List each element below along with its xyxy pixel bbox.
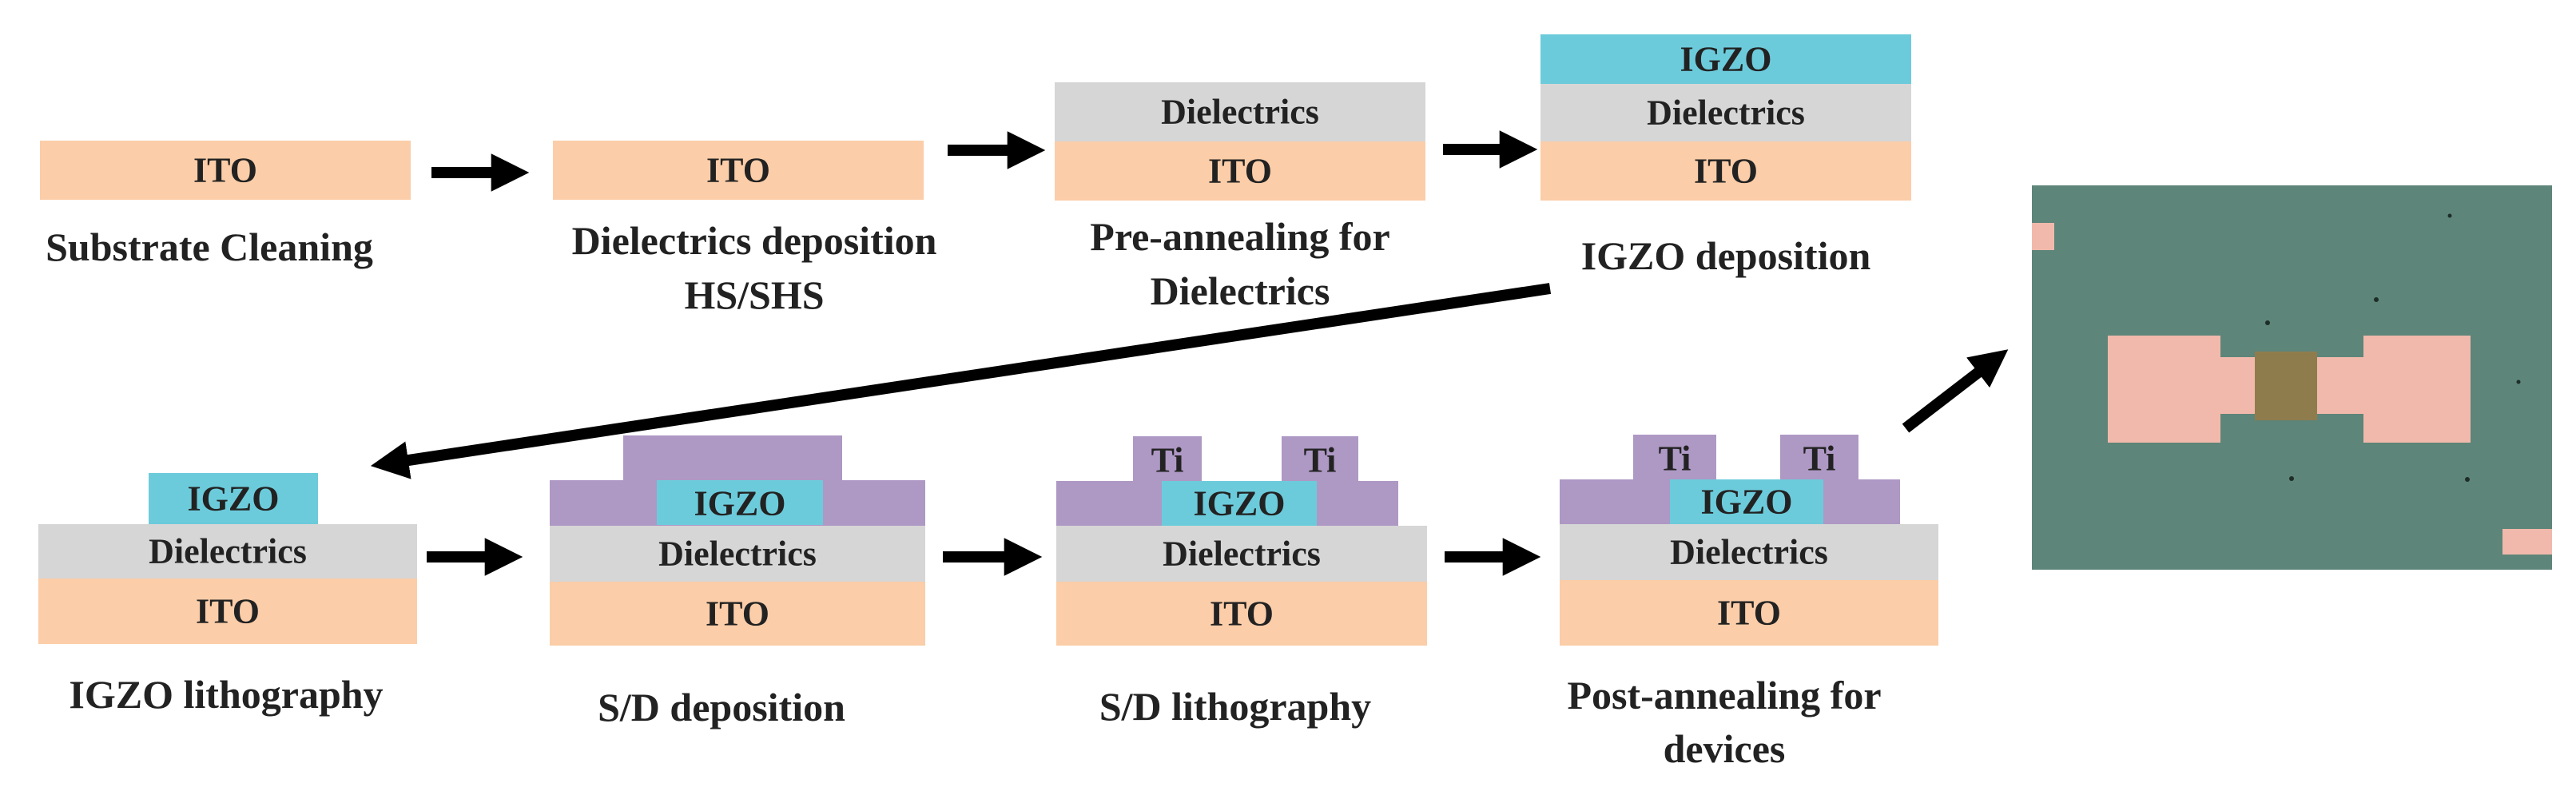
ito-layer bbox=[550, 582, 925, 646]
dielectrics-layer bbox=[1056, 526, 1427, 582]
step-4-caption: IGZO deposition bbox=[1581, 233, 1871, 278]
ito-label: ITO bbox=[1694, 152, 1758, 191]
micrograph-particle bbox=[2289, 476, 2294, 481]
step-7-caption: S/D lithography bbox=[1099, 684, 1371, 729]
igzo-label: IGZO bbox=[694, 484, 786, 523]
ito-layer bbox=[1056, 582, 1427, 646]
ito-label: ITO bbox=[706, 151, 770, 190]
dielectrics-layer bbox=[1540, 84, 1911, 141]
micrograph-drain-pad bbox=[2317, 336, 2471, 443]
ito-layer bbox=[40, 141, 411, 200]
dielectrics-label: Dielectrics bbox=[149, 532, 307, 571]
ito-label: ITO bbox=[1208, 152, 1272, 191]
dielectrics-label: Dielectrics bbox=[658, 535, 817, 574]
ito-label: ITO bbox=[193, 151, 257, 190]
dielectrics-label: Dielectrics bbox=[1163, 535, 1321, 574]
ito-layer bbox=[1560, 580, 1938, 646]
step-4-stack: IGZO Dielectrics ITO bbox=[1540, 34, 1911, 201]
step-8-stack: IGZO Ti Ti Dielectrics ITO bbox=[1560, 435, 1938, 646]
step-3-caption-line-1: Pre-annealing for bbox=[1090, 214, 1389, 259]
micrograph-particle bbox=[2516, 380, 2521, 384]
dielectrics-layer bbox=[550, 526, 925, 582]
ito-layer bbox=[553, 141, 924, 200]
step-8-caption-line-1: Post-annealing for bbox=[1567, 673, 1881, 718]
igzo-island bbox=[149, 473, 318, 524]
step-3-caption-line-2: Dielectrics bbox=[1151, 268, 1330, 313]
igzo-island bbox=[1670, 479, 1823, 524]
ito-label: ITO bbox=[706, 594, 769, 634]
dielectrics-label: Dielectrics bbox=[1647, 93, 1805, 133]
igzo-island bbox=[657, 480, 823, 525]
ti-source-contact bbox=[1056, 436, 1202, 526]
ti-source-contact bbox=[1560, 435, 1716, 524]
ti-drain-contact bbox=[1282, 436, 1398, 526]
micrograph-particle bbox=[2265, 320, 2270, 325]
igzo-island bbox=[1162, 481, 1317, 526]
step-6-caption: S/D deposition bbox=[598, 685, 845, 729]
ti-source-label: Ti bbox=[1659, 439, 1691, 479]
igzo-label: IGZO bbox=[1194, 484, 1286, 523]
device-micrograph-image bbox=[2032, 185, 2552, 570]
step-2-caption-line-2: HS/SHS bbox=[684, 272, 824, 317]
igzo-label: IGZO bbox=[1680, 40, 1772, 79]
ti-drain-contact bbox=[1780, 435, 1900, 524]
igzo-label: IGZO bbox=[188, 479, 280, 519]
step-7-stack: IGZO Ti Ti Dielectrics ITO bbox=[1056, 436, 1427, 646]
arrow-to-micrograph bbox=[1902, 349, 2009, 433]
ito-layer bbox=[38, 578, 417, 644]
micrograph-source-pad bbox=[2108, 336, 2255, 443]
ti-source-label: Ti bbox=[1151, 441, 1184, 480]
ti-drain-label: Ti bbox=[1304, 441, 1337, 480]
dielectrics-layer bbox=[1560, 524, 1938, 580]
step-6-stack: IGZO Dielectrics ITO bbox=[550, 435, 925, 646]
arrow-step-4-to-5 bbox=[370, 283, 1552, 479]
micrograph-corner-pad bbox=[2502, 529, 2552, 555]
ito-label: ITO bbox=[1210, 594, 1274, 634]
micrograph-particle bbox=[2465, 477, 2470, 482]
step-8-caption-line-2: devices bbox=[1664, 726, 1786, 771]
micrograph-particle bbox=[2374, 297, 2379, 302]
step-2-caption-line-1: Dielectrics deposition bbox=[572, 218, 937, 263]
step-3-stack: Dielectrics ITO bbox=[1055, 82, 1425, 201]
igzo-label: IGZO bbox=[1701, 483, 1793, 522]
igzo-layer bbox=[1540, 34, 1911, 84]
ito-label: ITO bbox=[196, 592, 260, 631]
micrograph-particle bbox=[2447, 213, 2452, 218]
ito-label: ITO bbox=[1717, 594, 1781, 633]
dielectrics-label: Dielectrics bbox=[1161, 93, 1319, 132]
dielectrics-layer bbox=[38, 524, 417, 578]
step-1-stack: ITO bbox=[40, 141, 411, 200]
dielectrics-label: Dielectrics bbox=[1670, 533, 1828, 572]
ito-layer bbox=[1055, 141, 1425, 201]
step-2-stack: ITO bbox=[553, 141, 924, 200]
step-1-caption: Substrate Cleaning bbox=[46, 225, 373, 269]
dielectrics-layer bbox=[1055, 82, 1425, 141]
micrograph-corner-pad bbox=[2032, 223, 2054, 250]
ti-drain-label: Ti bbox=[1803, 439, 1836, 479]
step-5-caption: IGZO lithography bbox=[69, 672, 383, 717]
step-5-stack: IGZO Dielectrics ITO bbox=[38, 473, 417, 644]
micrograph-channel bbox=[2255, 352, 2317, 420]
ito-layer bbox=[1540, 141, 1911, 201]
